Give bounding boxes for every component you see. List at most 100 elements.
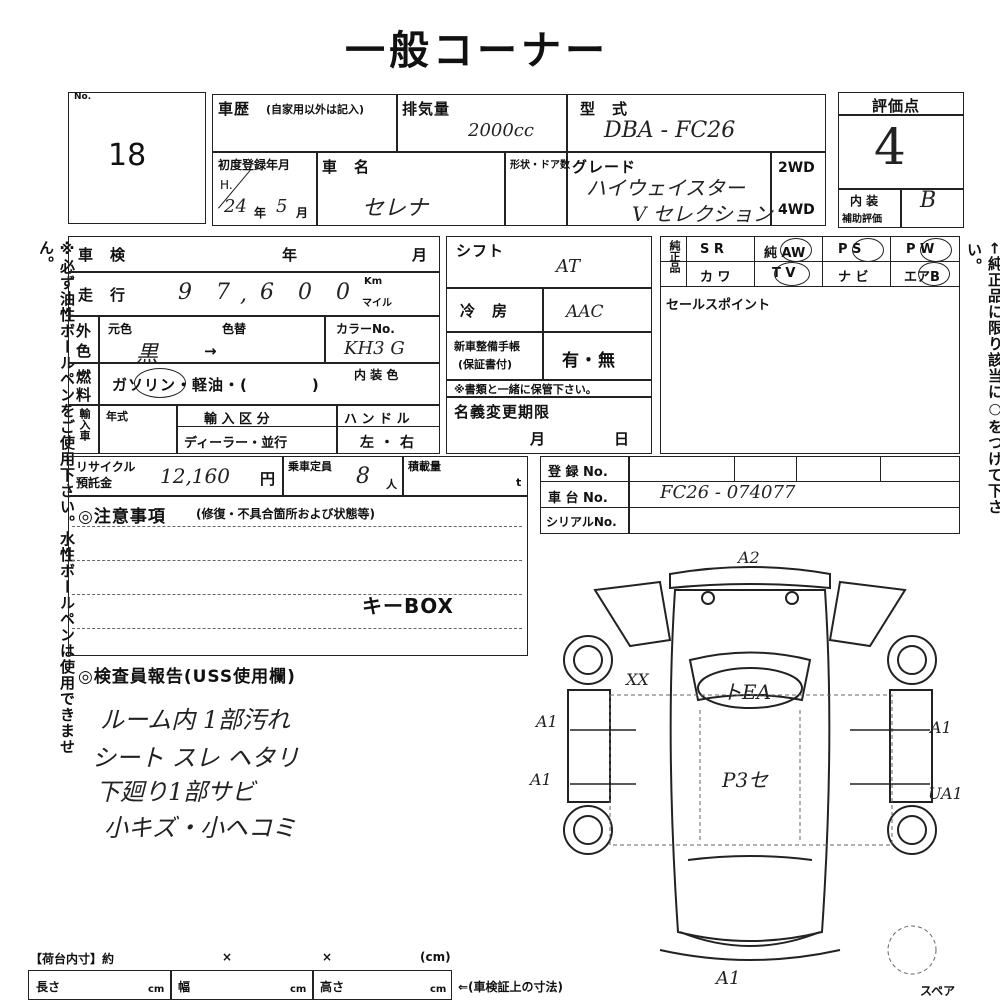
grade-line2: V セレクション [632,202,773,226]
warranty-value: 有・無 [562,351,616,371]
capacity-unit: 人 [386,478,397,491]
cargo-label: 【荷台内寸】約 [30,952,115,966]
damage-mark: UA1 [928,784,963,803]
recycle-unit: 円 [260,470,276,488]
first-reg-month-unit: 月 [296,206,309,220]
chassis-label: 車 台 No. [548,491,608,506]
car-name-value: セレナ [362,196,429,221]
damage-mark: P3セ [722,768,769,792]
mileage-digit: 7 [216,280,230,305]
inspection-month: 月 [412,246,429,264]
recycle-label2: 預託金 [76,476,113,490]
notes-label: ◎注意事項 [78,507,166,527]
serial-label: シリアルNo. [546,515,617,529]
genuine-circle-pw [920,238,952,262]
import-year-label: 年式 [106,410,128,423]
car-name-label: 車 名 [322,158,371,176]
car-damage-diagram [563,566,937,975]
shift-block [446,236,652,454]
registration-block [540,456,960,534]
cargo-length-label: 長さ [36,980,61,994]
recycle-row [68,456,528,496]
main-left-block [68,236,440,454]
color-no-label: カラーNo. [336,322,395,336]
recycle-value: 12,160 [160,464,230,488]
mileage-label: 走 行 [78,286,127,304]
ext-color-orig-value: 黒 [136,342,159,367]
cargo-height-unit: cm [430,984,447,995]
cargo-height-label: 高さ [320,980,345,994]
history-note: (自家用以外は記入) [266,103,365,116]
drive-2wd: 2WD [778,160,815,176]
fuel-label2: 料 [76,386,93,404]
ext-color-arrow: → [204,342,218,360]
spare-label: スペア [920,984,956,998]
interior-color-label: 内 装 色 [354,368,399,382]
damage-mark: A1 [930,718,952,737]
shift-label: シフト [456,242,505,260]
left-note: ※必ず油性ボールペンをご使用下さい。水性ボールペンは使用できません。 [37,240,76,755]
doors-label: 形状・ドア数 [510,160,570,171]
import-kind-label: 輸 入 区 分 [204,412,270,427]
reg-no-label: 登 録 No. [548,465,608,480]
mileage-digit: 6 [260,280,274,305]
model-label: 型 式 [580,100,629,118]
ext-color-change-label: 色替 [222,322,247,336]
name-change-day: 日 [614,430,631,448]
damage-mark: A1 [536,712,558,731]
genuine-circle-aw [780,238,812,262]
grade-label: グレード [572,158,637,176]
history-label: 車歴 [218,100,251,118]
score-value: 4 [874,118,906,176]
cargo-length-unit: cm [148,984,165,995]
cargo-dims-row [28,970,452,1000]
cargo-arrow-note: ⇐(車検証上の寸法) [458,980,564,994]
grade-line1: ハイウェイスター [586,176,745,200]
damage-mark: XX [626,670,649,689]
mileage-digits: 9 7 , 6 0 0 [136,276,400,312]
ac-label: 冷 房 [460,302,509,320]
lot-label: No. [74,92,92,102]
genuine-circle-ps [852,238,884,262]
displacement-value: 2000cc [468,120,534,141]
displacement-label: 排気量 [402,100,451,118]
capacity-label: 乗車定員 [288,460,332,473]
damage-mark: A2 [738,548,760,567]
mileage-digit: 0 [298,280,312,305]
warranty-note: ※書類と一緒に保管下さい。 [454,383,597,396]
ext-color-label2: 色 [76,342,93,360]
interior-score: B [920,188,937,213]
first-reg-label: 初度登録年月 [218,158,291,172]
mileage-digit: 0 [336,280,350,305]
ext-color-orig-label: 元色 [108,322,133,336]
import-label: 輸入車 [78,408,91,441]
mileage-digit: 9 [178,280,192,305]
ext-color-label1: 外 [76,322,93,340]
name-change-month: 月 [530,430,547,448]
shift-value: AT [556,256,581,277]
notes-block [68,496,528,656]
inspector-line: 下廻り1部サビ [96,778,256,806]
lot-number: 18 [108,138,147,173]
genuine-item: カ ワ [700,270,731,285]
model-value: DBA - FC26 [604,118,736,143]
fuel-selected-circle [134,368,186,398]
load-unit: t [516,476,522,489]
first-reg-month: 5 [276,196,288,217]
damage-mark: A1 [716,968,741,989]
score-label: 評価点 [872,97,921,115]
inspector-line: シート スレ ヘタリ [92,744,300,772]
drive-4wd: 4WD [778,202,815,218]
mileage-unit-mile: マイル [362,298,392,309]
cargo-x1: × [222,950,233,964]
inspector-line: ルーム内 1部汚れ [100,706,291,734]
notes-sub: (修復・不具合箇所および状態等) [196,507,375,521]
damage-mark: トEA [722,680,772,704]
handle-value: 左・右 [360,435,420,451]
vehicle-info-grid [212,94,826,226]
name-change-label: 名義変更期限 [454,403,551,421]
inspection-year: 年 [282,246,299,264]
cargo-width-label: 幅 [178,980,191,994]
first-reg-year: 24 [224,196,247,217]
page-title: 一般コーナー [345,28,609,74]
